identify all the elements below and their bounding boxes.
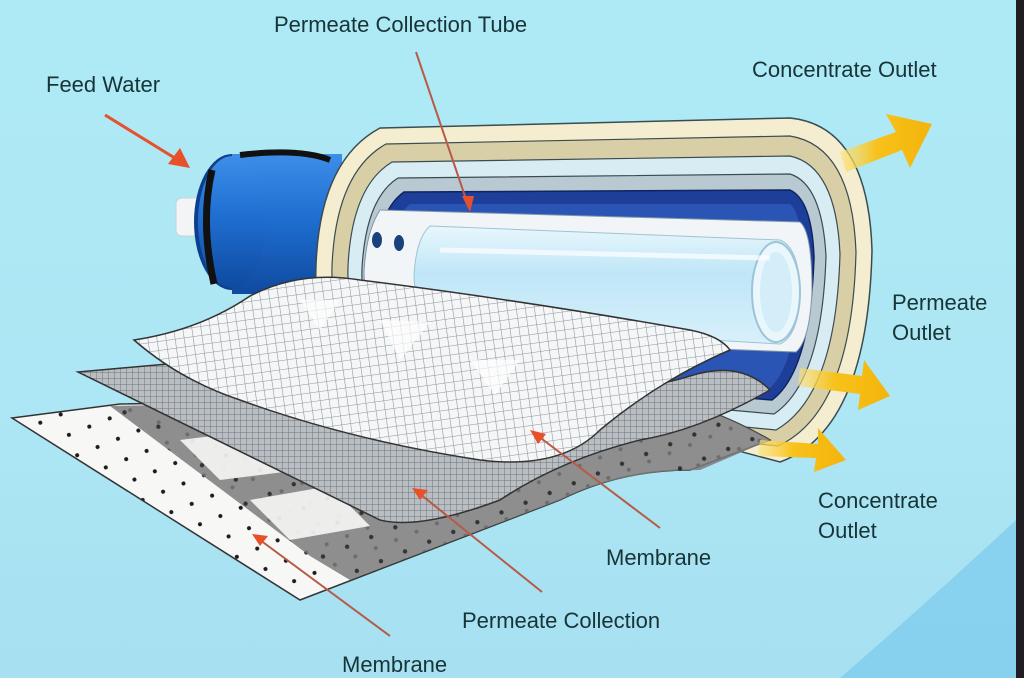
label-permeate-outlet-line1: Permeate xyxy=(892,290,988,315)
label-concentrate-outlet-bottom-line2: Outlet xyxy=(818,518,877,543)
window-edge-border xyxy=(1016,0,1024,678)
label-permeate-outlet: Permeate Outlet xyxy=(892,288,987,348)
membrane-mesh-sheet xyxy=(132,276,732,463)
label-permeate-collection: Permeate Collection xyxy=(462,608,661,633)
label-permeate-collection-tube: Permeate Collection Tube xyxy=(274,12,528,37)
label-feed-water: Feed Water xyxy=(46,72,161,97)
background-wave xyxy=(840,520,1016,678)
label-membrane-lower: Membrane xyxy=(342,652,448,677)
label-concentrate-outlet-top: Concentrate Outlet xyxy=(752,57,937,82)
label-membrane-upper: Membrane xyxy=(606,545,712,570)
label-permeate-outlet-line2: Outlet xyxy=(892,320,951,345)
membrane-element-housing xyxy=(194,149,342,294)
concentrate-flow-arrow-bottom xyxy=(758,428,846,472)
label-concentrate-outlet-bottom-line1: Concentrate xyxy=(818,488,938,513)
label-concentrate-outlet-bottom: Concentrate Outlet xyxy=(818,486,938,546)
pointer-lines xyxy=(104,51,661,637)
feed-water-arrowhead xyxy=(168,148,190,168)
concentrate-flow-arrow-top xyxy=(840,114,932,172)
permeate-flow-arrow xyxy=(798,360,890,410)
